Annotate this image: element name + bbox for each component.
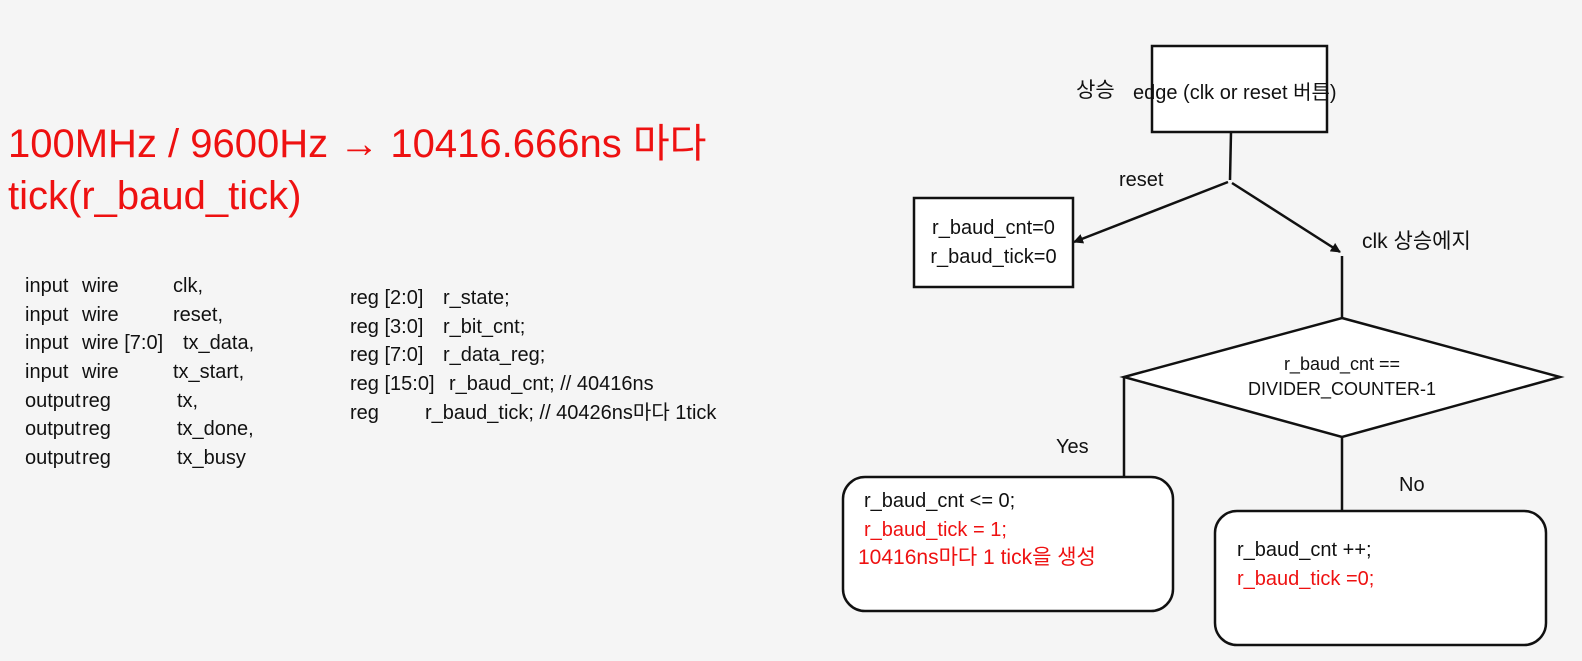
yes-box <box>841 475 1175 613</box>
port-type: wire <box>82 303 119 326</box>
port-name: reset, <box>173 303 224 326</box>
port-type: reg <box>82 389 111 412</box>
port-direction: input <box>25 332 69 355</box>
reset-arrow <box>1073 180 1229 244</box>
port-name: tx_data, <box>183 332 255 355</box>
port-direction: input <box>25 361 69 384</box>
register-decl: reg <box>350 401 379 424</box>
port-direction: input <box>25 303 69 326</box>
decision-text: r_baud_cnt == DIVIDER_COUNTER-1 <box>1214 352 1470 402</box>
no-box-line-1: r_baud_cnt ++; <box>1237 539 1372 561</box>
register-name: r_data_reg; <box>443 344 546 367</box>
no-box <box>1213 509 1548 647</box>
reset-label: reset <box>1119 169 1164 191</box>
clk-label: clk 상승에지 <box>1362 230 1471 253</box>
yes-label: Yes <box>1056 436 1089 458</box>
port-name: tx_done, <box>177 418 254 441</box>
port-type: wire [7:0] <box>82 332 164 355</box>
port-direction: output <box>25 418 81 441</box>
register-decl: reg [7:0] <box>350 344 424 367</box>
yes-box-line-1: r_baud_cnt <= 0; <box>864 490 1016 512</box>
trigger-label: edge (clk or reset 버튼) <box>1133 82 1337 104</box>
register-name: r_state; <box>443 287 510 309</box>
page-title: 100MHz / 9600Hz → 10416.666ns 마다 tick(r_… <box>8 118 706 222</box>
port-name: tx_start, <box>173 361 245 384</box>
reset-box-text: r_baud_cnt=0 r_baud_tick=0 <box>914 214 1073 272</box>
title-line-2: tick(r_baud_tick) <box>8 174 302 218</box>
trigger-connector <box>1228 131 1233 181</box>
reset-box-line: r_baud_tick=0 <box>930 246 1057 268</box>
register-name: r_baud_cnt; // 40416ns <box>449 373 654 396</box>
register-name: r_baud_tick; // 40426ns마다 1tick <box>425 401 717 424</box>
trigger-box <box>1150 44 1329 134</box>
port-name: tx, <box>177 389 199 412</box>
port-type: reg <box>82 418 111 441</box>
decision-line: DIVIDER_COUNTER-1 <box>1247 379 1437 399</box>
register-name: r_bit_cnt; <box>443 315 526 338</box>
port-direction: output <box>25 447 81 470</box>
no-box-line-2: r_baud_tick =0; <box>1237 568 1375 590</box>
port-name: clk, <box>173 275 203 297</box>
yes-box-line-3: 10416ns마다 1 tick을 생성 <box>858 546 1096 569</box>
reset-box <box>912 196 1075 289</box>
port-direction: output <box>25 389 81 412</box>
port-type: reg <box>82 447 111 470</box>
port-type: wire <box>82 361 119 384</box>
yes-box-line-2: r_baud_tick = 1; <box>864 519 1007 541</box>
clk-arrow <box>1231 181 1341 254</box>
port-type: wire <box>82 275 119 297</box>
register-decl: reg [2:0] <box>350 287 424 309</box>
port-direction: input <box>25 275 69 297</box>
register-decl: reg [15:0] <box>350 373 435 396</box>
no-label: No <box>1399 474 1425 496</box>
title-line-1: 100MHz / 9600Hz → 10416.666ns 마다 <box>8 122 707 166</box>
register-decl: reg [3:0] <box>350 315 424 338</box>
reset-box-line: r_baud_cnt=0 <box>932 217 1055 239</box>
trigger-prefix-label: 상승 <box>1076 79 1115 102</box>
decision-line: r_baud_cnt == <box>1283 354 1401 374</box>
port-name: tx_busy <box>177 447 246 470</box>
